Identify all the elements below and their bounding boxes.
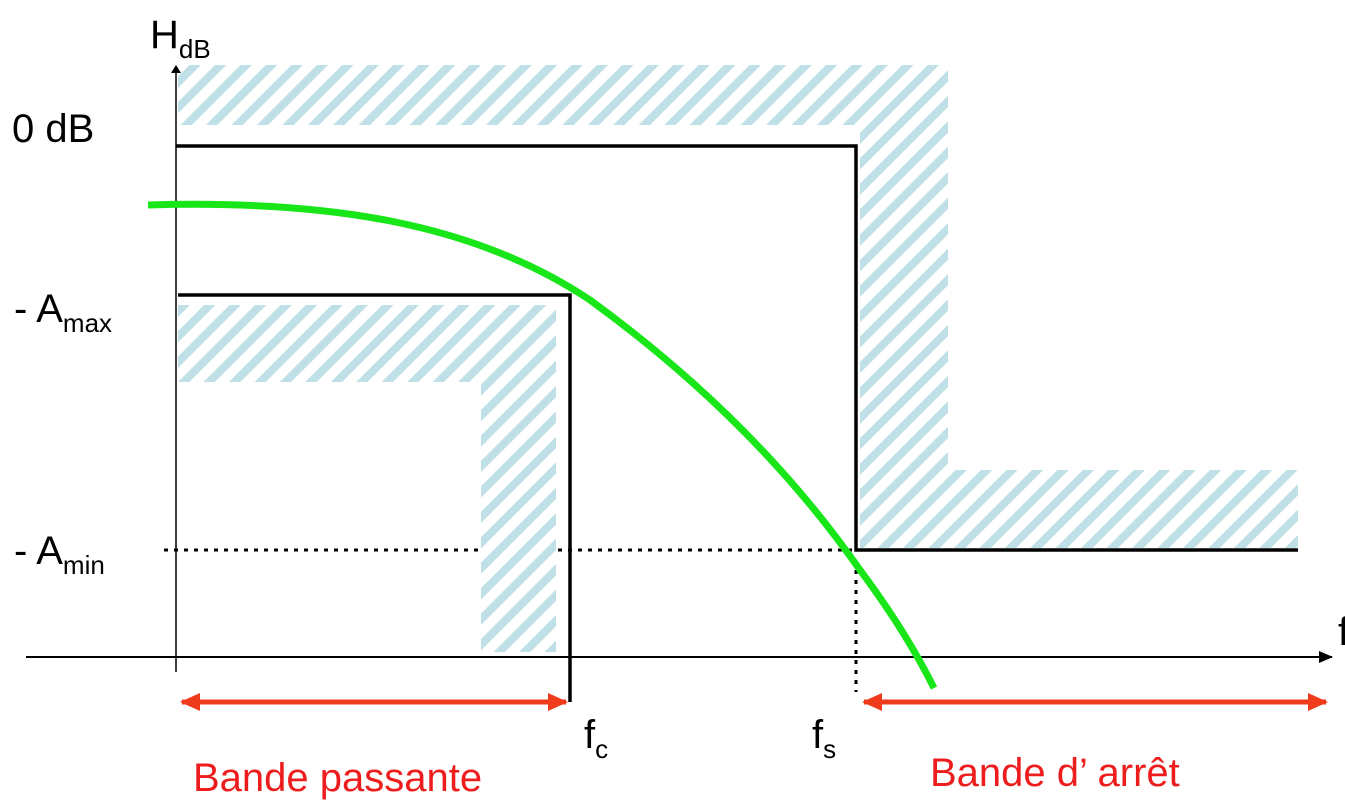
upper-template-line — [176, 144, 1298, 552]
x-axis-label: f — [1338, 610, 1345, 654]
axes — [26, 65, 1333, 672]
zero-db-label: 0 dB — [12, 107, 94, 151]
amin-label: - Amin — [14, 529, 105, 580]
fs-label: fs — [812, 713, 836, 764]
amax-label: - Amax — [14, 287, 112, 338]
passband-label: Bande passante — [193, 756, 482, 800]
hatch-stopband-ledge — [860, 470, 1298, 548]
stopband-label: Bande d’ arrêt — [930, 751, 1180, 795]
template-lines — [164, 144, 1298, 702]
filter-response-curve — [147, 200, 938, 690]
y-axis-label: HdB — [150, 13, 211, 64]
hatch-lower-passband — [178, 305, 556, 652]
hatched-regions — [178, 65, 1298, 652]
lower-template-line — [178, 293, 572, 702]
fc-label: fc — [584, 713, 608, 764]
hatch-upper-passband — [178, 65, 948, 470]
